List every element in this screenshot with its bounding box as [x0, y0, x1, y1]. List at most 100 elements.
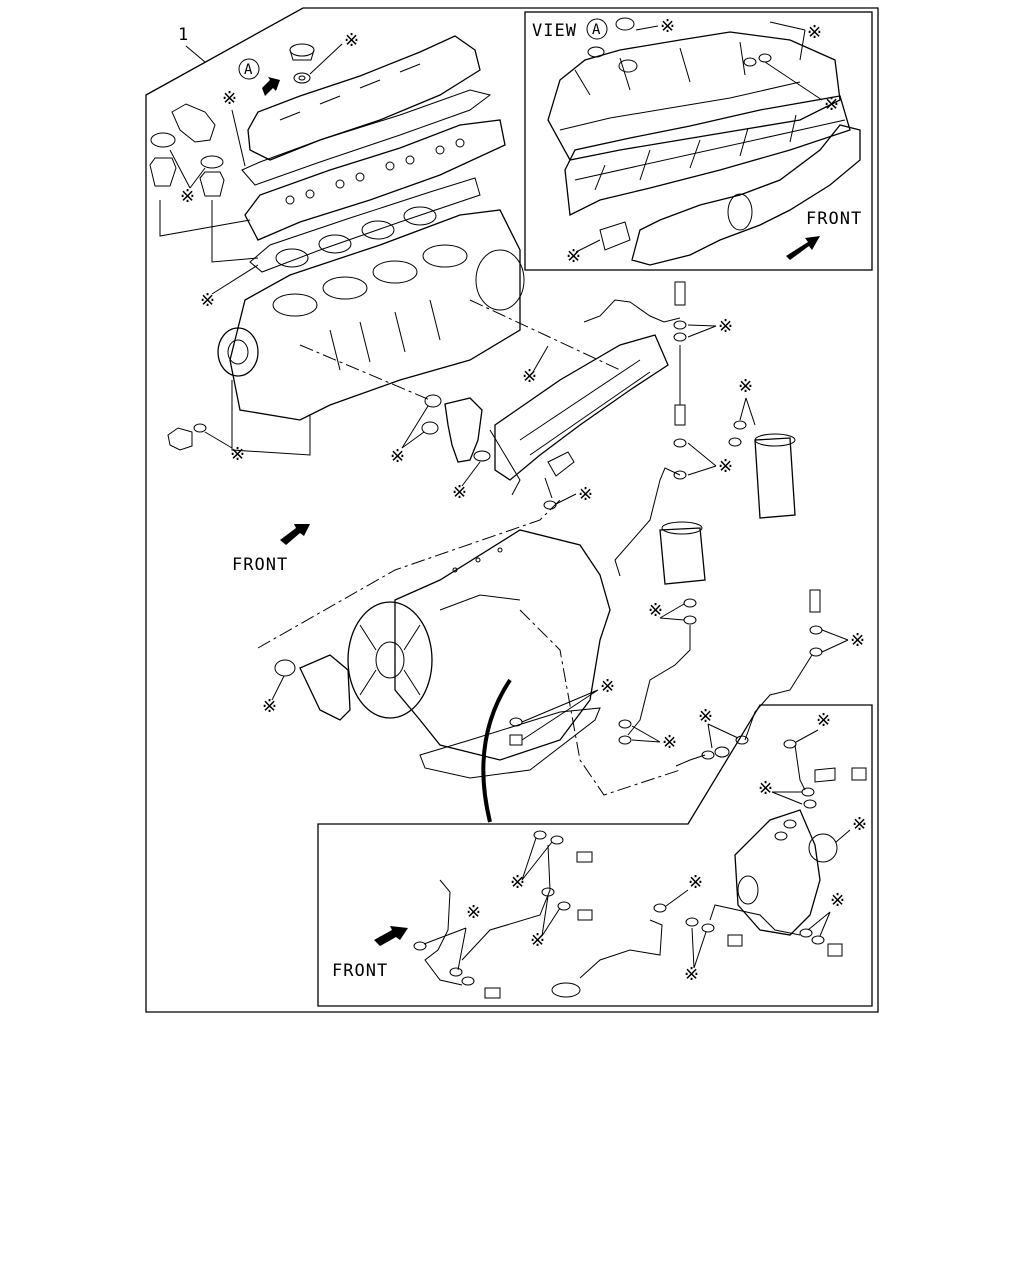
- leader-line: [211, 264, 259, 295]
- front-label-inset: FRONT: [806, 209, 862, 229]
- asterisk-mark-icon: ※: [510, 872, 525, 893]
- view-a-circle-icon: [586, 18, 608, 40]
- leader-lines: [691, 927, 707, 969]
- leader-lines: [159, 149, 259, 263]
- asterisk-mark-icon: ※: [578, 484, 593, 505]
- dash-line: [519, 609, 681, 796]
- oil-pickup: [551, 903, 667, 998]
- asterisk-mark-icon: ※: [344, 30, 359, 51]
- leader-lines: [707, 723, 739, 749]
- leader-lines: [687, 442, 717, 476]
- asterisk-mark-icon: ※: [684, 964, 699, 985]
- leader-line: [271, 675, 285, 701]
- pipe-bracket: [583, 281, 687, 342]
- engine-lower-view: [347, 529, 611, 761]
- asterisk-mark-icon: ※: [662, 732, 677, 753]
- asterisk-mark-icon: ※: [807, 22, 822, 43]
- injection-pump: [734, 809, 838, 936]
- return-line: [675, 589, 823, 767]
- leader-lines: [739, 397, 756, 426]
- asterisk-mark-icon: ※: [718, 456, 733, 477]
- spin-on-filter: [728, 420, 796, 519]
- cylinder-head-cover: [247, 35, 481, 161]
- arrow-front-icon: [280, 524, 310, 545]
- front-label-detail: FRONT: [332, 961, 388, 981]
- leader-line: [835, 829, 851, 843]
- view-a-inset-frame: [524, 11, 873, 271]
- leader-lines: [821, 629, 849, 653]
- leader-line: [665, 889, 689, 907]
- inset-head-cover: [547, 17, 841, 161]
- crank-pulley: [217, 327, 259, 377]
- head-gasket: [249, 177, 481, 273]
- view-a-label: VIEW: [532, 21, 577, 41]
- asterisk-mark-icon: ※: [718, 316, 733, 337]
- cylinder-block: [229, 209, 525, 456]
- leader-lines: [631, 725, 661, 743]
- oil-cooler-assembly: [473, 334, 669, 496]
- asterisk-mark-icon: ※: [830, 890, 845, 911]
- leader-lines: [807, 911, 831, 937]
- view-a-marker-letter: A: [244, 62, 253, 78]
- asterisk-mark-icon: ※: [688, 872, 703, 893]
- leader-lines: [659, 603, 685, 621]
- leader-lines: [771, 791, 803, 805]
- injector-part: [543, 451, 575, 510]
- asterisk-mark-icon: ※: [566, 246, 581, 267]
- asterisk-mark-icon: ※: [816, 710, 831, 731]
- view-a-marker-circle: [238, 58, 260, 80]
- oil-line-and-filter: [614, 345, 706, 585]
- dash-line: [257, 499, 561, 649]
- oil-filler-cap: [289, 43, 315, 84]
- asterisk-mark-icon: ※: [180, 186, 195, 207]
- drain-plug: [509, 717, 523, 746]
- outer-frame: [145, 7, 879, 1013]
- asterisk-mark-icon: ※: [230, 444, 245, 465]
- asterisk-mark-icon: ※: [698, 706, 713, 727]
- leader-lines: [521, 689, 599, 741]
- asterisk-mark-icon: ※: [850, 630, 865, 651]
- detail-inset-frame: [317, 704, 873, 1007]
- cylinder-head: [244, 119, 506, 241]
- dash-line: [299, 344, 431, 401]
- leader-lines: [687, 324, 717, 338]
- inset-cylinder-head: [564, 95, 851, 216]
- asterisk-mark-icon: ※: [852, 814, 867, 835]
- asterisk-mark-icon: ※: [452, 482, 467, 503]
- view-a-letter: A: [592, 22, 601, 38]
- asterisk-mark-icon: ※: [466, 902, 481, 923]
- leader-lines: [521, 837, 553, 881]
- arrow-front-icon-detail: [374, 926, 408, 946]
- leader-line: [532, 345, 549, 373]
- detail-connector: [481, 678, 512, 823]
- leader-lines: [575, 21, 823, 253]
- leader-lines: [401, 405, 429, 449]
- inset-exhaust-manifold: [599, 124, 861, 266]
- water-outlet-elbow: [421, 394, 483, 463]
- arrow-view-direction-icon: [262, 77, 280, 96]
- leader-lines: [423, 927, 467, 971]
- leader-lines: [541, 895, 561, 937]
- asterisk-mark-icon: ※: [738, 376, 753, 397]
- leader-line: [555, 493, 577, 505]
- leader-lines: [795, 729, 819, 743]
- asterisk-mark-icon: ※: [200, 290, 215, 311]
- asterisk-mark-icon: ※: [660, 16, 675, 37]
- pump-bolts: [783, 739, 867, 809]
- front-label-main: FRONT: [232, 555, 288, 575]
- leader-line: [309, 43, 343, 75]
- detail-fuel-lines: [413, 830, 593, 999]
- callout-leader: [185, 45, 206, 63]
- leader-line: [204, 431, 233, 449]
- oil-pan-gasket: [419, 707, 601, 779]
- asterisk-mark-icon: ※: [758, 778, 773, 799]
- coolant-hose: [274, 654, 351, 721]
- dash-line: [469, 299, 621, 371]
- asterisk-mark-icon: ※: [824, 94, 839, 115]
- asterisk-mark-icon: ※: [530, 930, 545, 951]
- callout-number: 1: [178, 25, 189, 45]
- leader-line: [231, 109, 246, 167]
- asterisk-mark-icon: ※: [222, 88, 237, 109]
- leader-line: [461, 461, 481, 487]
